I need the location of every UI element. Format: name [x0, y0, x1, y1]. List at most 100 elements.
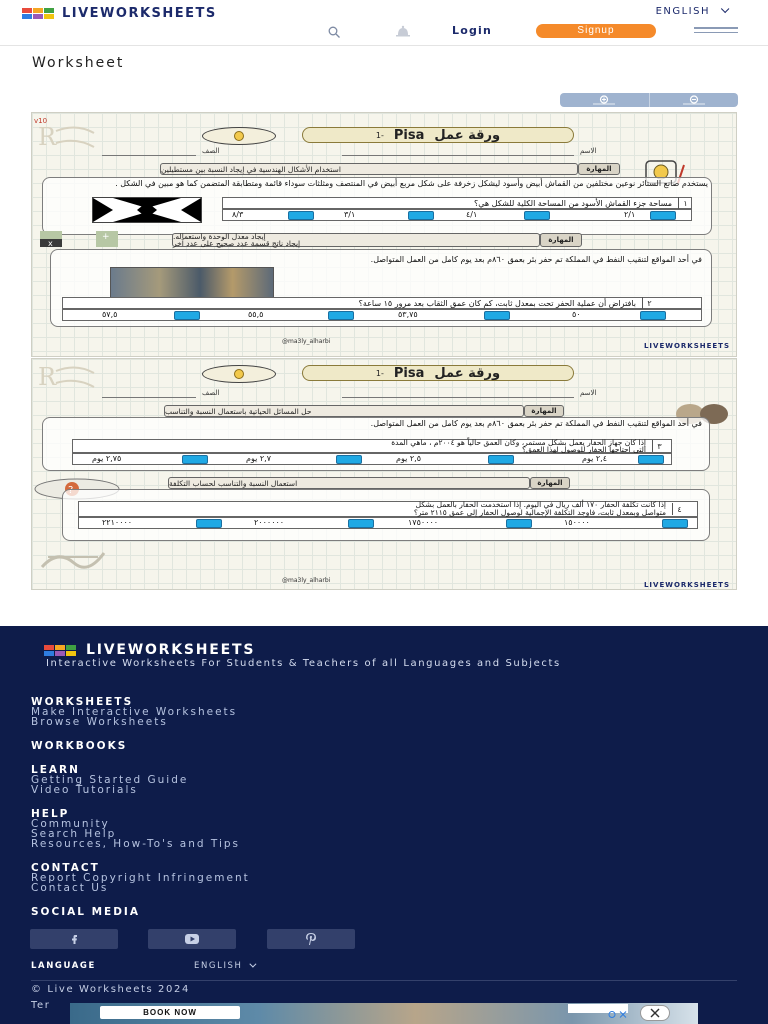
footer-link-community[interactable]: Community: [31, 818, 110, 830]
answer-box[interactable]: [408, 211, 434, 220]
ad-info-badge[interactable]: [568, 1004, 628, 1018]
answer-box[interactable]: [650, 211, 676, 220]
notification-icon[interactable]: [395, 25, 411, 37]
question-number: ٣: [652, 440, 666, 452]
answer-box[interactable]: [174, 311, 200, 320]
copyright: © Live Worksheets 2024: [31, 984, 190, 995]
author-handle: @ma3ly_alharbi: [282, 338, 331, 345]
footer-heading-contact: CONTACT: [31, 862, 100, 874]
answer-box[interactable]: [524, 211, 550, 220]
ad-choices-icon: [608, 1011, 627, 1018]
version-label: v10: [34, 117, 48, 125]
question-1-row: [222, 197, 692, 209]
option-label: ٢,٧٥ يوم: [92, 454, 122, 463]
answer-box[interactable]: [182, 455, 208, 464]
footer-link-make[interactable]: Make Interactive Worksheets: [31, 706, 238, 718]
facebook-button[interactable]: [30, 929, 118, 949]
footer-heading-social: SOCIAL MEDIA: [31, 906, 140, 918]
svg-text:R: R: [38, 363, 57, 391]
svg-text:R: R: [38, 123, 57, 151]
oil-rig-photo: [110, 267, 274, 299]
option-label: ٥٣,٧٥: [398, 310, 418, 319]
ad-banner[interactable]: BOOK NOW: [70, 1003, 698, 1024]
youtube-button[interactable]: [148, 929, 236, 949]
lightbulb-icon: [234, 369, 244, 379]
watermark-logo: LIVEWORKSHEETS: [643, 581, 730, 589]
answer-box[interactable]: [348, 519, 374, 528]
question-4-row: [78, 501, 698, 517]
zoom-out-button[interactable]: [650, 93, 739, 107]
question-1-prompt: مساحة جزء القماش الأسود من المساحة الكلي…: [473, 199, 672, 208]
brand-name: LIVEWORKSHEETS: [62, 6, 217, 21]
class-field[interactable]: [102, 397, 196, 398]
question-2-prompt: بافتراض أن عملية الحفر تحت بمعدل ثابت، ك…: [358, 299, 636, 308]
logo-icon: [44, 644, 76, 656]
signup-button[interactable]: Signup: [536, 24, 656, 38]
answer-box[interactable]: [336, 455, 362, 464]
footer-heading-workbooks[interactable]: WORKBOOKS: [31, 740, 128, 752]
question-number: ٤: [672, 503, 686, 515]
answer-box[interactable]: [484, 311, 510, 320]
question-3-row: [72, 439, 672, 453]
footer-link-resources[interactable]: Resources, How-To's and Tips: [31, 838, 241, 850]
question-number: ٢: [642, 297, 656, 309]
question-number: ١: [678, 197, 692, 209]
zoom-in-icon: [593, 95, 616, 105]
footer-link-report[interactable]: Report Copyright Infringement: [31, 872, 250, 884]
svg-text:+: +: [102, 232, 110, 242]
footer-link-contact-us[interactable]: Contact Us: [31, 882, 109, 894]
ad-close-button[interactable]: [640, 1005, 670, 1021]
footer-heading-worksheets: WORKSHEETS: [31, 696, 134, 708]
footer-language-value: ENGLISH: [194, 961, 243, 971]
question-2-options: [62, 309, 702, 321]
lightbulb-icon: [234, 131, 244, 141]
skill-tag: المهارة: [524, 405, 564, 417]
search-icon[interactable]: [328, 26, 340, 38]
answer-box[interactable]: [640, 311, 666, 320]
footer-link-search-help[interactable]: Search Help: [31, 828, 117, 840]
answer-box[interactable]: [196, 519, 222, 528]
name-field[interactable]: [342, 155, 574, 156]
answer-box[interactable]: [288, 211, 314, 220]
hamburger-menu-icon[interactable]: [694, 27, 738, 37]
terms-link[interactable]: Ter: [31, 1000, 51, 1011]
option-label: ١٥٠٠٠٠: [564, 518, 590, 527]
class-field[interactable]: [102, 155, 196, 156]
pinterest-button[interactable]: [267, 929, 355, 949]
worksheet-page-2: R 1- Pisa ورقة عمل الاسم الصف المهارة حل…: [31, 358, 737, 590]
footer-language-selector[interactable]: ENGLISH: [194, 960, 256, 971]
footer-link-browse[interactable]: Browse Worksheets: [31, 716, 168, 728]
ad-book-now-button[interactable]: BOOK NOW: [100, 1006, 240, 1019]
logo-icon: [22, 8, 54, 19]
answer-box[interactable]: [328, 311, 354, 320]
question-4-options: [78, 517, 698, 529]
answer-box[interactable]: [662, 519, 688, 528]
option-label: ٢,٧ يوم: [246, 454, 271, 463]
option-label: ٢٢١٠٠٠٠: [102, 518, 133, 527]
footer-link-videos[interactable]: Video Tutorials: [31, 784, 138, 796]
footer-divider: [31, 980, 737, 981]
question-2-row: [62, 297, 702, 309]
footer-tagline: Interactive Worksheets For Students & Te…: [46, 658, 561, 669]
question-3-intro: في أحد المواقع لتنقيب النفط في المملكة ت…: [370, 419, 702, 428]
footer-link-guide[interactable]: Getting Started Guide: [31, 774, 189, 786]
option-label: ٥٠: [572, 310, 581, 319]
site-logo[interactable]: LIVEWORKSHEETS: [22, 6, 217, 21]
pinterest-icon: [306, 933, 316, 945]
name-field[interactable]: [342, 397, 574, 398]
login-link[interactable]: Login: [452, 24, 493, 37]
answer-box[interactable]: [506, 519, 532, 528]
class-label: الصف: [202, 147, 220, 155]
author-handle: @ma3ly_alharbi: [282, 577, 331, 584]
school-logo-icon: R: [38, 123, 95, 151]
chevron-down-icon: [720, 4, 730, 14]
footer-heading-help: HELP: [31, 808, 70, 820]
answer-box[interactable]: [638, 455, 664, 464]
zoom-in-button[interactable]: [560, 93, 650, 107]
question-1-text: يستخدم صانع الستائر نوعين مختلفين من الق…: [115, 179, 708, 188]
footer-logo[interactable]: LIVEWORKSHEETS: [44, 642, 255, 658]
language-selector[interactable]: ENGLISH: [656, 4, 730, 17]
question-4-prompt: إذا كانت تكلفة الحفار ١٧٠ ألف ريال في ال…: [413, 500, 666, 517]
skill-description: استعمال النسبة والتناسب لحساب التكلفة: [168, 477, 530, 489]
answer-box[interactable]: [488, 455, 514, 464]
